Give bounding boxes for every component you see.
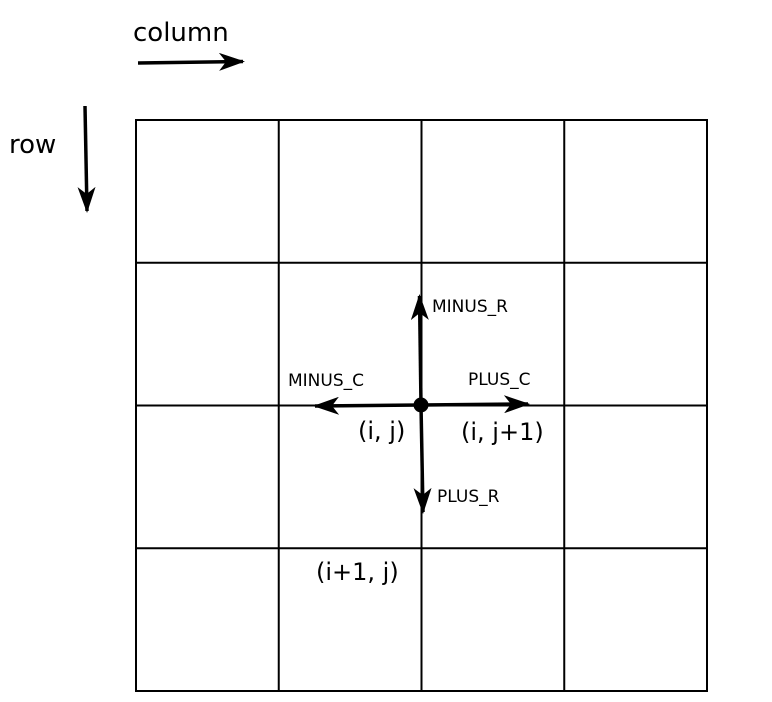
direction-arrows xyxy=(313,294,530,514)
current-cell-label: (i, j) xyxy=(358,417,405,445)
current-cell-dot xyxy=(413,397,429,413)
column-axis-label: column xyxy=(133,18,229,48)
minus-r-arrow xyxy=(410,294,429,406)
grid xyxy=(135,119,708,692)
plus-c-arrow xyxy=(420,395,530,414)
plus-r-arrow xyxy=(413,404,432,514)
row-axis-label: row xyxy=(9,130,56,160)
row-axis-arrow xyxy=(77,105,96,213)
plus-r-label: PLUS_R xyxy=(437,487,500,507)
right-cell-label: (i, j+1) xyxy=(461,418,544,446)
minus-c-arrow xyxy=(313,396,422,415)
minus-c-label: MINUS_C xyxy=(288,371,364,391)
below-cell-label: (i+1, j) xyxy=(316,558,399,586)
column-axis-arrow xyxy=(137,52,245,71)
plus-c-label: PLUS_C xyxy=(468,370,530,390)
minus-r-label: MINUS_R xyxy=(432,297,508,317)
